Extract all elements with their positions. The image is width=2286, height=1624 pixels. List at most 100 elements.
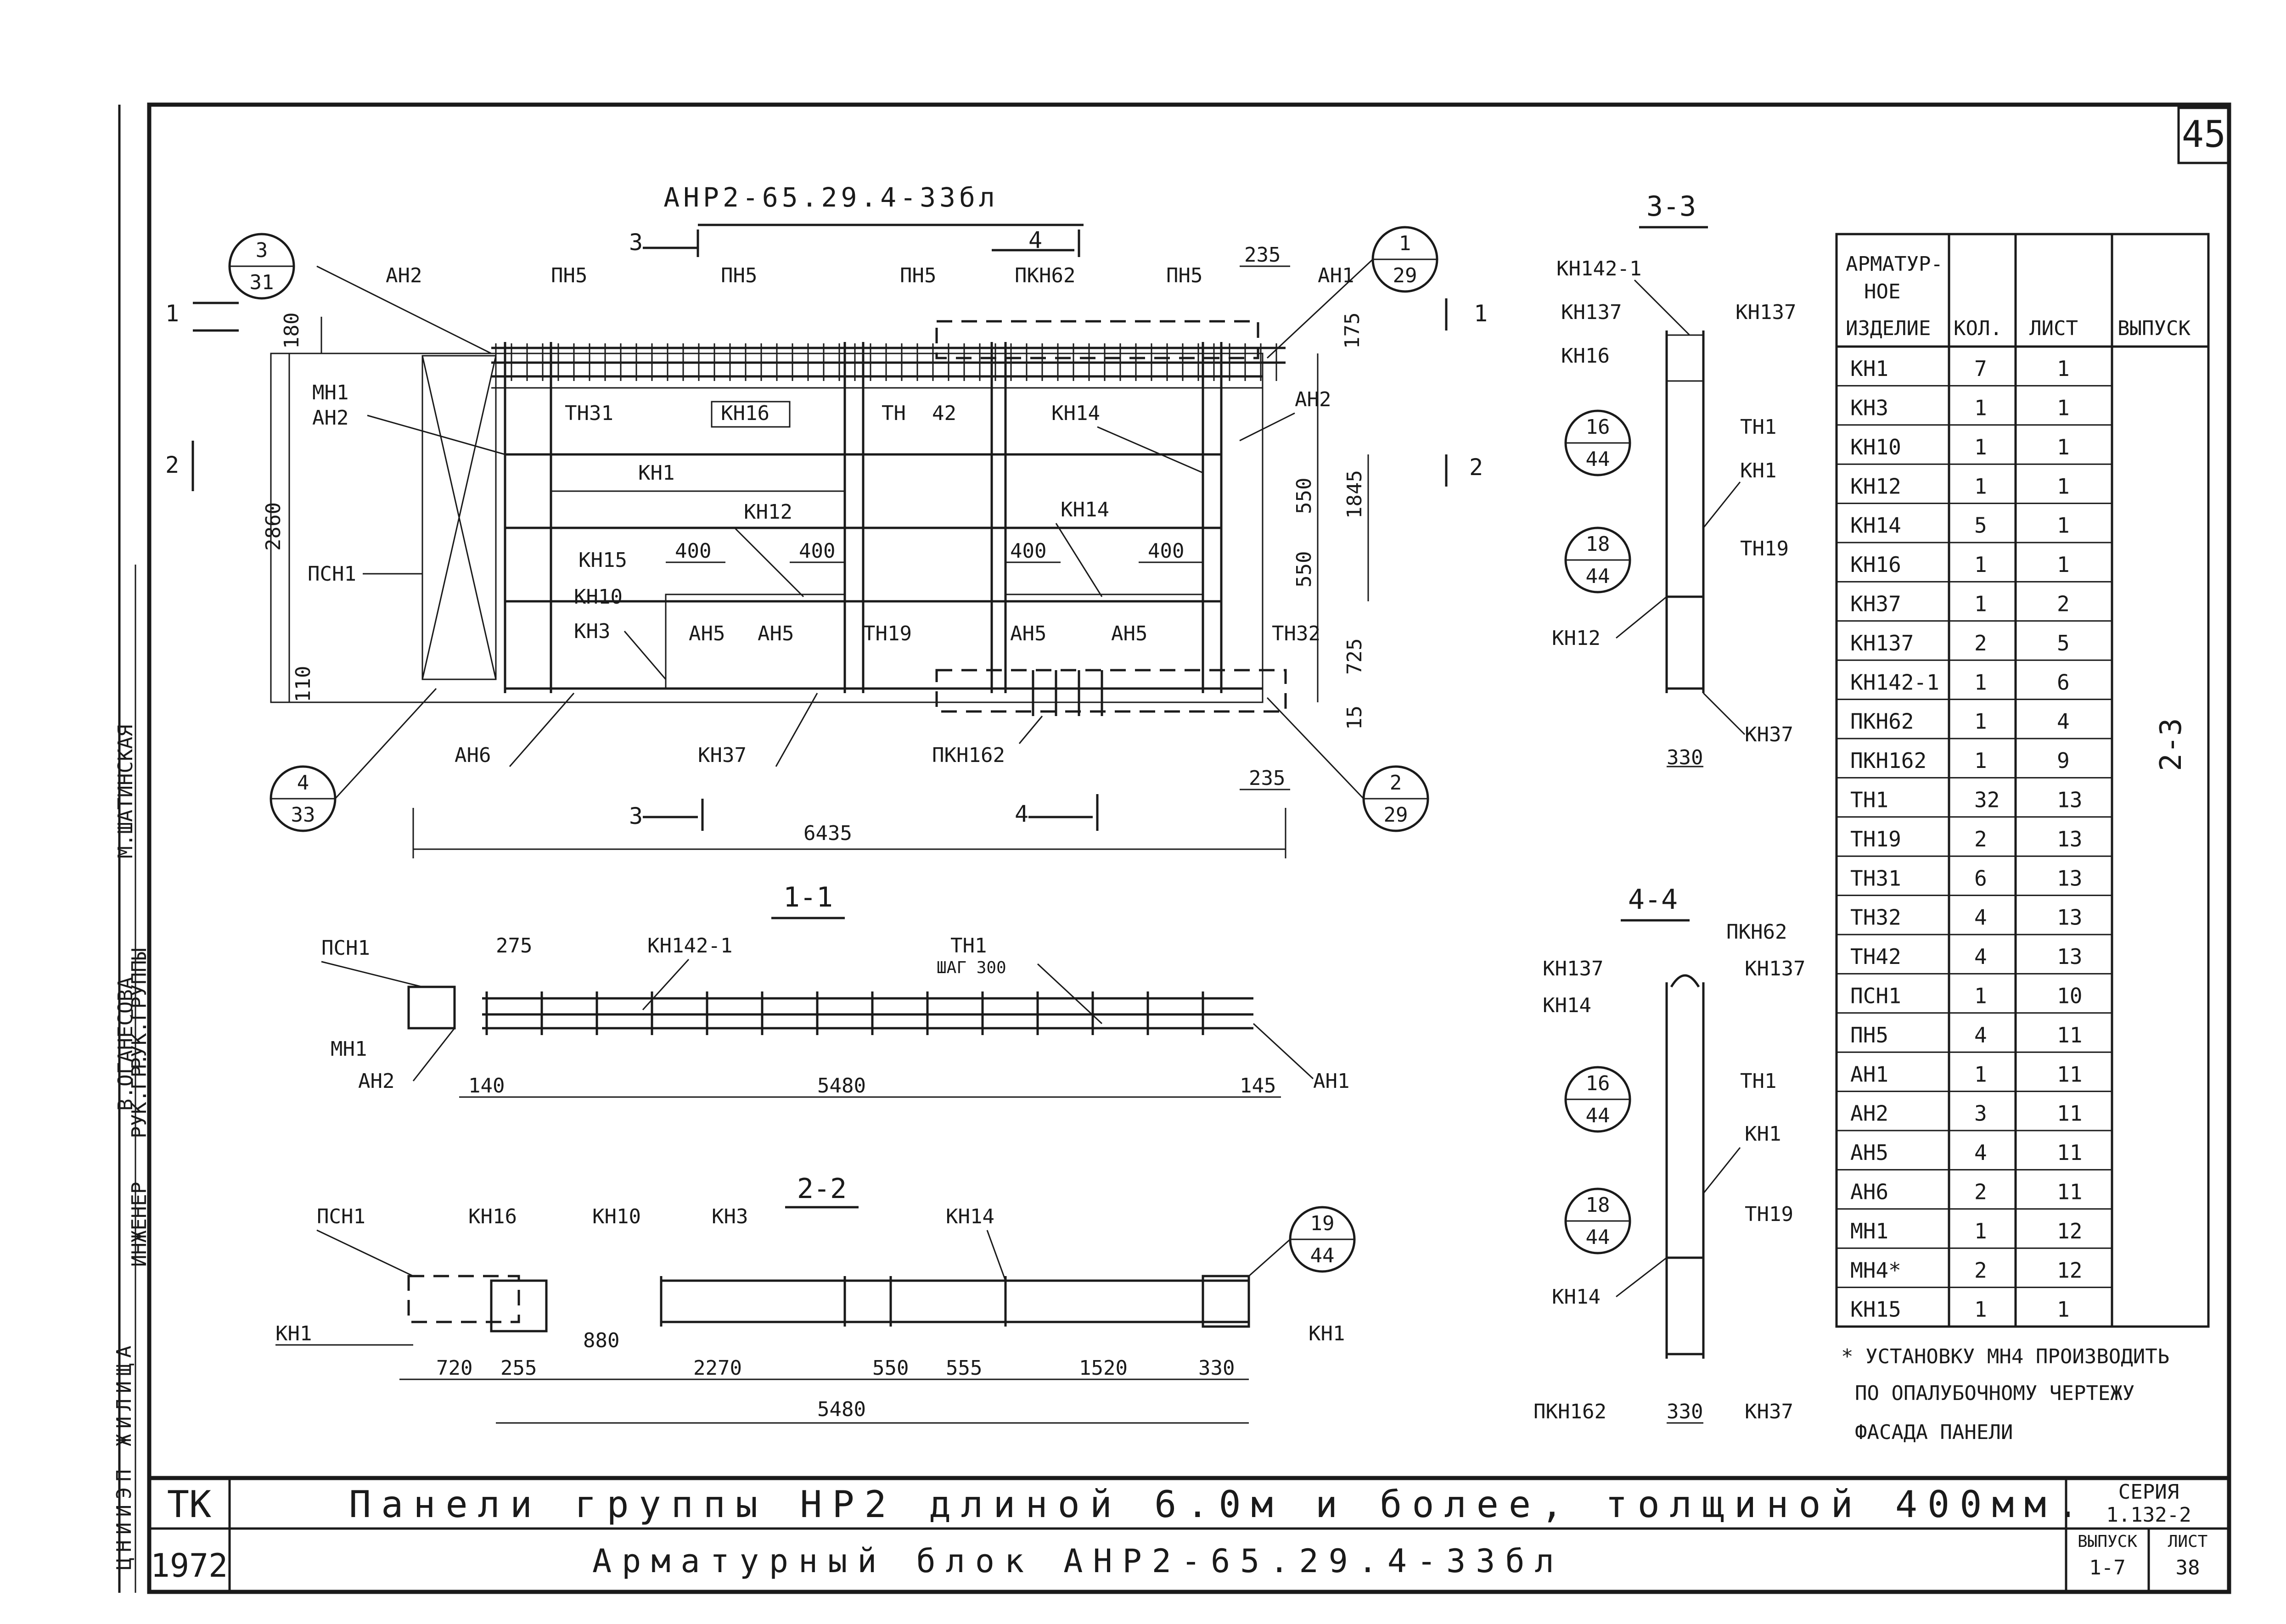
s44-pkn162: ПКН162: [1533, 1400, 1606, 1423]
callout-18-44-a: 18 44: [1564, 526, 1631, 594]
th-item-3: ИЗДЕЛИЕ: [1846, 317, 1931, 340]
label-an1: АН1: [1318, 264, 1354, 287]
s22-dim-5480: 5480: [817, 1398, 866, 1421]
svg-text:44: 44: [1586, 1104, 1610, 1127]
table-cell-qty: 6: [1974, 866, 1987, 890]
table-cell-sheet: 4: [2057, 709, 2070, 734]
svg-text:44: 44: [1586, 448, 1610, 471]
svg-text:44: 44: [1310, 1244, 1335, 1267]
dim-550-2: 550: [1292, 551, 1316, 588]
s11-psn1: ПСН1: [321, 936, 370, 960]
table-cell-item: ТН32: [1850, 905, 1901, 930]
org-code: ТК: [167, 1483, 211, 1526]
dim-180: 180: [280, 313, 303, 349]
year: 1972: [151, 1547, 228, 1585]
table-cell-sheet: 1: [2057, 395, 2070, 420]
dim-400-2: 400: [799, 539, 835, 563]
label-kn14-1: КН14: [1051, 402, 1100, 425]
table-cell-qty: 7: [1974, 356, 1987, 381]
table-cell-qty: 1: [1974, 591, 1987, 616]
section-marks: 3 4 3 4 1 2 1 2: [165, 227, 1488, 831]
table-cell-sheet: 13: [2057, 944, 2082, 969]
table-cell-item: МН1: [1850, 1219, 1888, 1243]
s11-dim-5480: 5480: [817, 1074, 866, 1098]
label-kn15: КН15: [579, 549, 627, 572]
table-cell-qty: 2: [1974, 1258, 1987, 1282]
table-cell-qty: 1: [1974, 670, 1987, 694]
table-cell-item: ПСН1: [1850, 983, 1901, 1008]
s44-kn14-bottom: КН14: [1552, 1285, 1601, 1309]
footnote-line-2: ПО ОПАЛУБОЧНОМУ ЧЕРТЕЖУ: [1855, 1382, 2134, 1405]
table-cell-sheet: 12: [2057, 1258, 2082, 1282]
table-cell-qty: 1: [1974, 1297, 1987, 1322]
callout-3-31: 3 31: [228, 233, 295, 300]
label-psn1: ПСН1: [308, 562, 356, 586]
label-an5-4: АН5: [1111, 622, 1147, 645]
label-mn1: МН1: [312, 381, 348, 404]
cut-mark-2-left: 2: [165, 452, 179, 478]
organization-vertical: ЦНИИЭП ЖИЛИЩА: [112, 1340, 136, 1570]
label-kn16: КН16: [721, 402, 769, 425]
table-cell-sheet: 5: [2057, 631, 2070, 655]
svg-text:16: 16: [1586, 1072, 1610, 1095]
table-cell-qty: 1: [1974, 552, 1987, 577]
table-cell-qty: 2: [1974, 827, 1987, 851]
s22-dim-550: 550: [872, 1356, 909, 1380]
cut-mark-4-top: 4: [1028, 227, 1042, 253]
table-cell-qty: 1: [1974, 395, 1987, 420]
role-head: РУК.ГР.: [128, 1053, 151, 1138]
table-cell-item: КН1: [1850, 356, 1888, 381]
table-cell-qty: 1: [1974, 1219, 1987, 1243]
table-cell-item: ТН19: [1850, 827, 1901, 851]
spec-table: АРМАТУР- НОЕ ИЗДЕЛИЕ КОЛ. ЛИСТ ВЫПУСК КН…: [1835, 233, 2210, 1328]
svg-text:1: 1: [1399, 232, 1411, 255]
role-group-head: РУК.ГРУППЫ: [128, 948, 151, 1070]
s33-kn1: КН1: [1740, 459, 1776, 482]
issue-value: 2-3: [2154, 718, 2188, 771]
main-labels: АН2 ПН5 ПН5 ПН5 ПКН62 ПН5 АН1 МН1 АН2 ТН…: [308, 264, 1354, 767]
section-3-3-title: 3-3: [1646, 190, 1696, 223]
table-cell-sheet: 1: [2057, 474, 2070, 498]
s11-an2: АН2: [358, 1070, 394, 1093]
svg-text:44: 44: [1586, 1226, 1610, 1249]
main-dimensions: 180 2860 110 400 400 400 400 235 175 550…: [262, 243, 1369, 858]
label-an5-3: АН5: [1010, 622, 1046, 645]
label-tn19: ТН19: [863, 622, 912, 645]
s33-tn19: ТН19: [1740, 537, 1789, 560]
label-tn42-num: 42: [932, 402, 956, 425]
table-cell-qty: 1: [1974, 983, 1987, 1008]
label-pkn62: ПКН62: [1015, 264, 1075, 287]
table-cell-sheet: 10: [2057, 983, 2082, 1008]
th-item-2: НОЕ: [1864, 280, 1900, 303]
dim-235-top: 235: [1244, 243, 1281, 267]
s44-kn37: КН37: [1745, 1400, 1793, 1423]
label-kn37: КН37: [698, 744, 747, 767]
s33-kn142: КН142-1: [1556, 257, 1641, 280]
callout-19-44: 19 44: [1248, 1206, 1356, 1277]
table-cell-item: ПКН62: [1850, 709, 1914, 734]
issue-number: 1-7: [2089, 1556, 2125, 1579]
label-an2-left: АН2: [312, 406, 348, 430]
svg-text:29: 29: [1393, 264, 1417, 287]
s22-kn3: КН3: [712, 1205, 748, 1228]
s44-tn19: ТН19: [1745, 1203, 1793, 1226]
dim-6435: 6435: [803, 822, 852, 845]
sheet-number: 38: [2176, 1556, 2200, 1579]
sheet-frame: 45: [118, 102, 2231, 1594]
table-cell-sheet: 9: [2057, 748, 2070, 773]
label-an2-right: АН2: [1295, 388, 1331, 411]
table-cell-sheet: 1: [2057, 552, 2070, 577]
section-1-1-title: 1-1: [783, 881, 833, 913]
table-cell-item: КН10: [1850, 435, 1901, 459]
table-cell-item: КН12: [1850, 474, 1901, 498]
th-issue: ВЫПУСК: [2117, 317, 2191, 340]
table-cell-sheet: 11: [2057, 1179, 2082, 1204]
svg-text:18: 18: [1586, 1193, 1610, 1217]
callout-4-33: 4 33: [270, 688, 437, 832]
table-cell-qty: 2: [1974, 1179, 1987, 1204]
s22-kn1-left: КН1: [275, 1322, 312, 1345]
th-sheet: ЛИСТ: [2029, 317, 2078, 340]
table-cell-item: КН16: [1850, 552, 1901, 577]
label-tn: ТН: [882, 402, 906, 425]
